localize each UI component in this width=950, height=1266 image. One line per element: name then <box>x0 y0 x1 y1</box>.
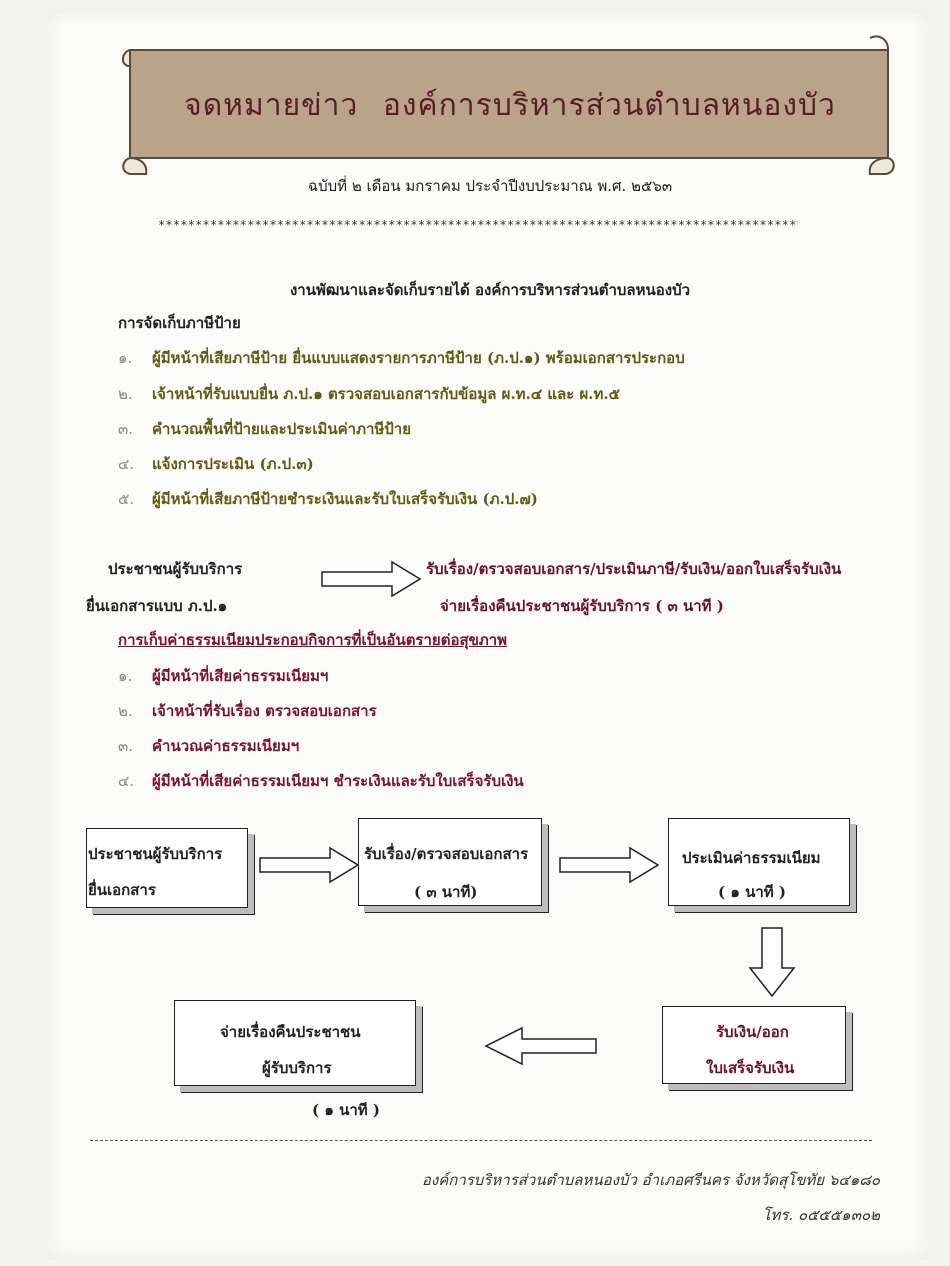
flow-citizen-line2: ยื่นเอกสารแบบ ภ.ป.๑ <box>86 597 228 615</box>
banner-scroll <box>122 35 895 175</box>
sign-tax-step-4: ๔.แจ้งการประเมิน (ภ.ป.๓) <box>118 455 314 473</box>
arrow-left-icon <box>484 1026 597 1066</box>
arrow-right-icon <box>259 846 360 884</box>
box-citizen <box>86 828 248 908</box>
star-divider: ****************************************… <box>158 218 798 232</box>
section-title: งานพัฒนาและจัดเก็บรายได้ องค์การบริหารส่… <box>289 281 691 299</box>
box-return-doc <box>174 1000 416 1086</box>
box-return-line1: จ่ายเรื่องคืนประชาชน <box>220 1023 361 1041</box>
arrow-down-icon <box>748 927 796 998</box>
footer-divider <box>90 1140 872 1141</box>
box-payment-line2: ใบเสร็จรับเงิน <box>706 1059 795 1077</box>
arrow-right-icon <box>559 846 660 884</box>
health-fee-step-2: ๒.เจ้าหน้าที่รับเรื่อง ตรวจสอบเอกสาร <box>118 702 377 720</box>
sign-tax-step-3: ๓.คำนวณพื้นที่ป้ายและประเมินค่าภาษีป้าย <box>118 420 412 438</box>
flow-process-line1: รับเรื่อง/ตรวจสอบเอกสาร/ประเมินภาษี/รับเ… <box>426 560 842 578</box>
box-receive-check <box>358 818 542 906</box>
sign-tax-step-5: ๕.ผู้มีหน้าที่เสียภาษีป้ายชำระเงินและรับ… <box>118 490 538 508</box>
box-assess-line1: ประเมินค่าธรรมเนียม <box>682 849 821 867</box>
box-payment <box>662 1006 846 1084</box>
health-fee-step-3: ๓.คำนวณค่าธรรมเนียมฯ <box>118 737 300 755</box>
health-fee-step-4: ๔.ผู้มีหน้าที่เสียค่าธรรมเนียมฯ ชำระเงิน… <box>118 772 524 790</box>
footer-telephone: โทร. ๐๕๕๕๑๓๐๒ <box>762 1206 880 1224</box>
sign-tax-heading: การจัดเก็บภาษีป้าย <box>118 314 241 332</box>
box-citizen-line2: ยื่นเอกสาร <box>88 881 156 899</box>
box-assess-fee <box>668 818 850 906</box>
box-assess-line2: ( ๑ นาที ) <box>718 883 786 901</box>
box-return-line2: ผู้รับบริการ <box>262 1059 332 1077</box>
sign-tax-step-2: ๒.เจ้าหน้าที่รับแบบยื่น ภ.ป.๑ ตรวจสอบเอก… <box>118 385 620 403</box>
newsletter-title: จดหมายข่าว องค์การบริหารส่วนตำบลหนองบัว <box>184 88 836 123</box>
health-fee-step-1: ๑.ผู้มีหน้าที่เสียค่าธรรมเนียมฯ <box>118 667 329 685</box>
health-fee-heading: การเก็บค่าธรรมเนียมประกอบกิจการที่เป็นอั… <box>118 631 508 649</box>
issue-line: ฉบับที่ ๒ เดือน มกราคม ประจำปีงบประมาณ พ… <box>307 177 673 195</box>
flow-process-line2: จ่ายเรื่องคืนประชาชนผู้รับบริการ ( ๓ นาท… <box>440 597 724 615</box>
flow-citizen-line1: ประชาชนผู้รับบริการ <box>108 560 243 578</box>
box-return-time: ( ๑ นาที ) <box>312 1101 380 1119</box>
sign-tax-step-1: ๑.ผู้มีหน้าที่เสียภาษีป้าย ยื่นแบบแสดงรา… <box>118 349 685 367</box>
box-citizen-line1: ประชาชนผู้รับบริการ <box>88 845 223 863</box>
box-payment-line1: รับเงิน/ออก <box>716 1023 789 1041</box>
arrow-right-icon <box>321 560 422 598</box>
footer-address: องค์การบริหารส่วนตำบลหนองบัว อำเภอศรีนคร… <box>421 1171 880 1189</box>
box-receive-line1: รับเรื่อง/ตรวจสอบเอกสาร <box>364 845 529 863</box>
box-receive-line2: ( ๓ นาที) <box>414 883 478 901</box>
